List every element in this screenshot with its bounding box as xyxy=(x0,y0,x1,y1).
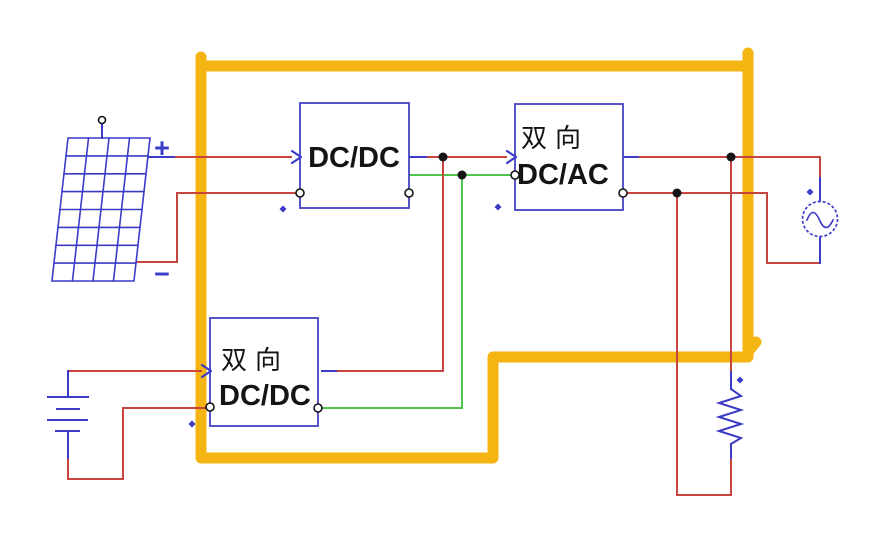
wire-storage-out-top xyxy=(321,160,444,372)
pin-circle xyxy=(510,170,520,180)
ref-diamond-icon xyxy=(188,420,196,428)
wire-green-control xyxy=(321,174,512,409)
block-dcdc-converter[interactable]: DC/DC xyxy=(290,102,414,209)
wire-inverter-out-top xyxy=(622,156,821,203)
battery-icon[interactable] xyxy=(47,370,89,459)
wire-pv-negative xyxy=(136,192,297,263)
ref-diamond-icon xyxy=(279,205,287,213)
junction-dots xyxy=(438,152,736,198)
pin-circle xyxy=(404,188,414,198)
block-dcac-label-cn: 双向 xyxy=(521,123,589,153)
resistor-zigzag xyxy=(715,387,745,446)
block-dcac-body[interactable] xyxy=(514,103,624,211)
junction-dot xyxy=(672,188,682,198)
block-bidir-dcdc-label-cn: 双向 xyxy=(221,345,289,375)
wire-load-return xyxy=(676,196,732,496)
input-arrow-icon xyxy=(505,149,518,165)
wire-inverter-out-bottom xyxy=(626,192,821,264)
block-bidirectional-dcac-inverter[interactable]: 双向 DC/AC xyxy=(505,103,628,211)
block-dcdc-label: DC/DC xyxy=(308,142,400,174)
block-dcac-label-en: DC/AC xyxy=(517,159,609,191)
junction-dot xyxy=(457,170,467,180)
block-bidir-dcdc-label-en: DC/DC xyxy=(219,380,311,412)
pin-circle xyxy=(618,188,628,198)
load-resistor-icon[interactable] xyxy=(715,371,745,459)
pv-plus-label: + xyxy=(154,133,170,163)
junction-dot xyxy=(438,152,448,162)
input-arrow-icon xyxy=(290,149,303,165)
ref-diamond-icon xyxy=(806,188,814,196)
pv-minus-label: − xyxy=(154,259,170,289)
sine-wave-icon xyxy=(805,211,835,229)
highlight-overshoot-mid-right xyxy=(742,336,762,358)
ref-diamond-icon xyxy=(736,376,744,384)
reference-markers xyxy=(188,188,814,428)
ac-source-icon[interactable] xyxy=(801,200,839,238)
highlight-outline xyxy=(195,47,762,464)
ac-source-circle xyxy=(801,200,839,238)
wire-battery-bottom xyxy=(67,407,207,480)
pin-circle xyxy=(313,403,323,413)
pv-array-icon[interactable]: + − xyxy=(51,115,170,290)
pin-circle xyxy=(205,402,215,412)
pin-circle xyxy=(295,188,305,198)
ref-diamond-icon xyxy=(494,203,502,211)
block-dcdc-body[interactable] xyxy=(299,102,410,209)
junction-dot xyxy=(726,152,736,162)
block-bidirectional-dcdc-converter[interactable]: 双向 DC/DC xyxy=(200,317,323,427)
open-terminal-icon xyxy=(97,115,107,125)
input-arrow-icon xyxy=(200,363,213,379)
